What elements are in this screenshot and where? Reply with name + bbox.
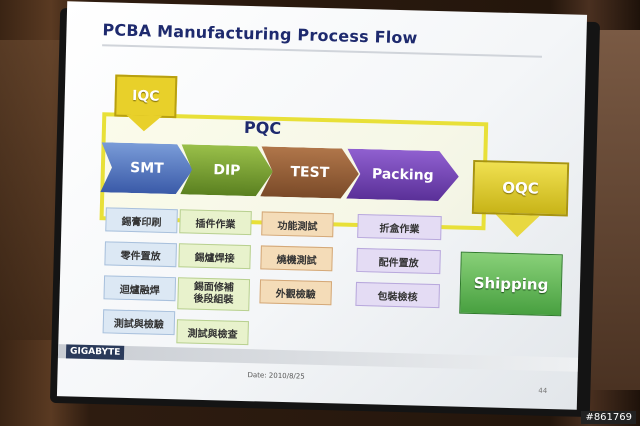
task-item: 插件作業 (179, 209, 252, 236)
dip-tasks: 插件作業 錫爐焊接 錫面修補 後段組裝 測試與檢查 (176, 209, 252, 355)
brand-logo: GIGABYTE (65, 344, 125, 360)
shipping-box: Shipping (459, 251, 563, 317)
test-tasks: 功能測試 燒機測試 外觀檢驗 (259, 211, 334, 315)
task-item: 迴爐融焊 (103, 275, 177, 302)
task-item: 燒機測試 (260, 245, 333, 272)
page-number: 44 (538, 386, 548, 395)
pqc-label: PQC (243, 117, 282, 138)
step-test: TEST (260, 146, 359, 199)
task-item: 錫面修補 後段組裝 (177, 277, 251, 312)
task-item: 錫膏印刷 (105, 207, 178, 234)
step-smt: SMT (100, 142, 193, 194)
iqc-box: IQC (114, 74, 178, 119)
slide-footer-bar (57, 344, 579, 372)
task-item: 包裝檢核 (355, 281, 440, 309)
oqc-box: OQC (471, 159, 570, 217)
task-item: 配件置放 (356, 247, 441, 275)
slide-date: Date: 2010/8/25 (247, 371, 305, 381)
step-packing: Packing (346, 149, 459, 202)
task-item: 零件置放 (104, 241, 177, 268)
task-item: 折盒作業 (357, 213, 442, 241)
photo-id: #861769 (581, 411, 636, 424)
iqc-down-arrow-icon (125, 114, 163, 132)
task-item: 測試與檢驗 (102, 309, 176, 336)
title-underline (102, 44, 542, 58)
slide: PCBA Manufacturing Process Flow PQC IQC … (56, 1, 588, 410)
task-item: 功能測試 (261, 211, 334, 238)
task-item: 錫爐焊接 (178, 243, 251, 270)
task-item: 外觀檢驗 (259, 279, 333, 306)
task-item: 測試與檢查 (176, 319, 249, 346)
smt-tasks: 錫膏印刷 零件置放 迴爐融焊 測試與檢驗 (102, 207, 178, 345)
slide-title: PCBA Manufacturing Process Flow (102, 20, 418, 48)
packing-tasks: 折盒作業 配件置放 包裝檢核 (355, 213, 442, 318)
oqc-down-arrow-icon (495, 214, 540, 238)
step-dip: DIP (180, 144, 273, 196)
